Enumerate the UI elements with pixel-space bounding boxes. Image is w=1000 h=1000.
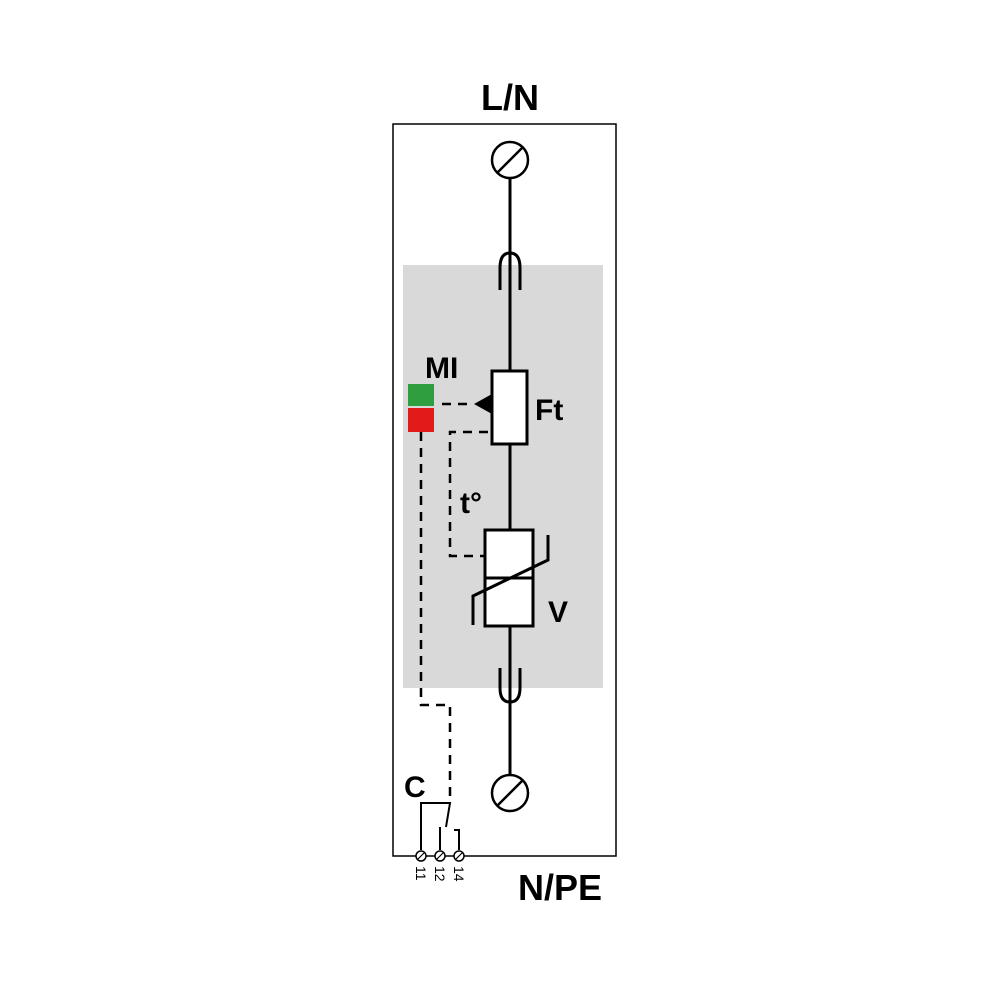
terminal-number-12: 12 xyxy=(432,866,448,882)
fuse-label: Ft xyxy=(535,394,563,427)
top-plug-contact-icon xyxy=(498,251,522,370)
remote-contact-link xyxy=(419,432,452,800)
contact-label: C xyxy=(404,771,426,804)
bottom-screw-terminal-icon xyxy=(490,773,530,813)
contact-terminal-11-icon xyxy=(415,850,427,862)
varistor-label: V xyxy=(548,596,568,629)
top-terminal-label: L/N xyxy=(481,77,539,118)
thermal-label: t° xyxy=(460,487,482,520)
indicator-fault-red xyxy=(408,408,434,432)
changeover-contact-icon xyxy=(420,802,460,850)
thermal-fuse-icon xyxy=(490,369,529,446)
terminal-number-14: 14 xyxy=(451,866,467,882)
top-screw-terminal-icon xyxy=(490,140,530,180)
contact-terminal-14-icon xyxy=(453,850,465,862)
indicator-ok-green xyxy=(408,384,434,406)
arrow-head-icon xyxy=(474,394,492,414)
indicator-label: MI xyxy=(425,352,458,385)
contact-terminal-12-icon xyxy=(434,850,446,862)
bottom-terminal-label: N/PE xyxy=(518,867,602,908)
varistor-icon xyxy=(471,528,550,628)
thermal-coupling-link xyxy=(448,430,488,558)
terminal-number-11: 11 xyxy=(413,866,429,881)
